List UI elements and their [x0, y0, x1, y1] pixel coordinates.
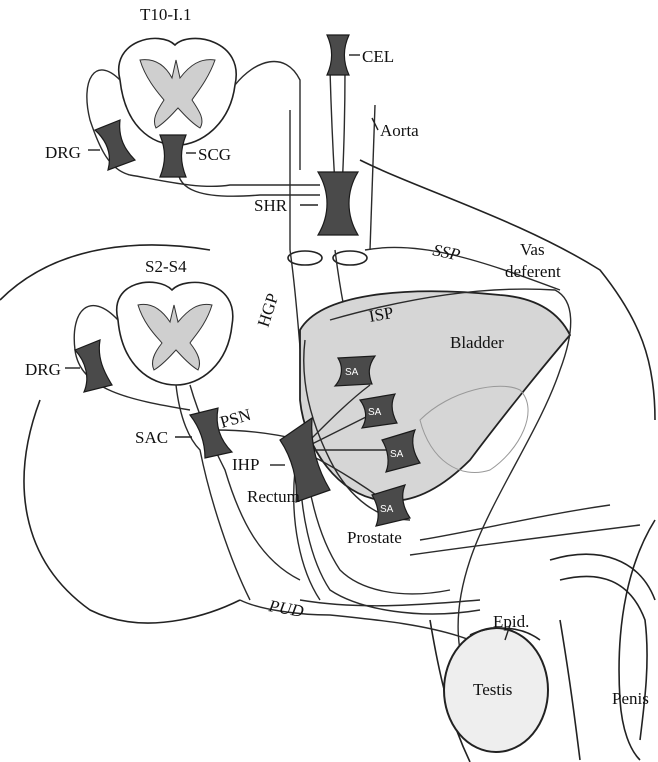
label-rectum: Rectum — [247, 487, 300, 506]
label-bladder: Bladder — [450, 333, 504, 352]
sa-label-3: SA — [390, 449, 404, 460]
sa-label-1: SA — [345, 367, 359, 378]
label-epid: Epid. — [493, 612, 529, 631]
ganglion-drg-top — [95, 120, 135, 170]
ganglion-scg — [160, 135, 186, 177]
sa-label-2: SA — [368, 407, 382, 418]
sa-label-4: SA — [380, 504, 394, 515]
penis-shape — [550, 554, 655, 600]
spinal-cord-s2s4 — [74, 282, 300, 600]
label-ssp: SSP — [431, 240, 462, 264]
label-deferent: deferent — [505, 262, 561, 281]
ganglion-sa-2: SA — [360, 394, 397, 428]
spinal-cord-t10 — [87, 38, 320, 196]
label-drg-bottom: DRG — [25, 360, 61, 379]
label-s2-s4: S2-S4 — [145, 257, 187, 276]
label-shr: SHR — [254, 196, 288, 215]
label-hgp: HGP — [254, 291, 283, 329]
label-psn: PSN — [218, 405, 253, 432]
label-ihp: IHP — [232, 455, 259, 474]
label-pud: PUD — [266, 596, 305, 621]
bladder-shape — [300, 291, 570, 501]
label-sac: SAC — [135, 428, 168, 447]
label-cel: CEL — [362, 47, 394, 66]
label-penis: Penis — [612, 689, 649, 708]
label-prostate: Prostate — [347, 528, 402, 547]
ganglion-cel — [327, 35, 349, 75]
ganglion-sa-1: SA — [335, 356, 375, 386]
label-drg-top: DRG — [45, 143, 81, 162]
label-aorta: Aorta — [380, 121, 419, 140]
label-scg: SCG — [198, 145, 231, 164]
ganglion-shr — [318, 172, 358, 235]
label-t10-l1: T10-I.1 — [140, 5, 191, 24]
label-testis: Testis — [473, 680, 512, 699]
label-vas: Vas — [520, 240, 545, 259]
